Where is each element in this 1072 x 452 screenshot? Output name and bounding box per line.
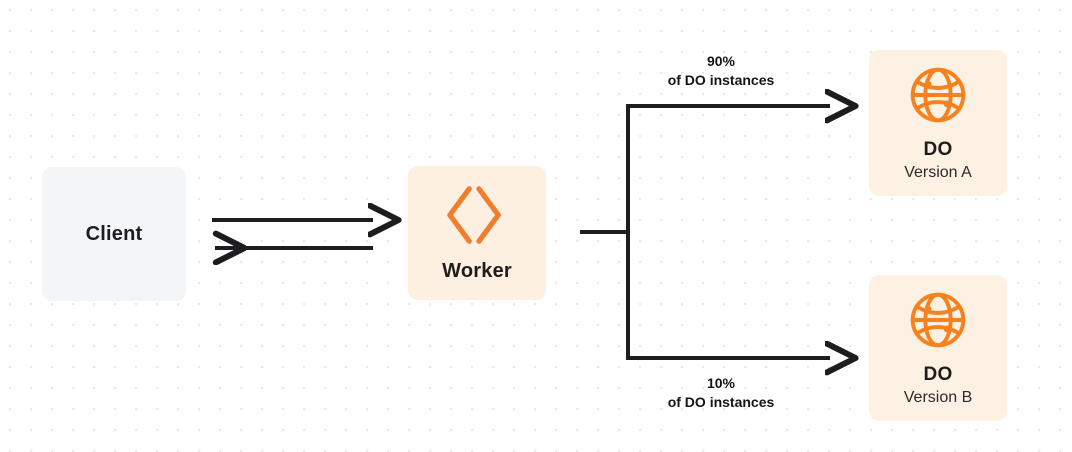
node-do-b-version: Version B	[903, 388, 973, 406]
edge-branch-to-do-a	[626, 106, 830, 232]
edge-label-bottom-percent: 10%	[706, 375, 736, 391]
globe-icon	[908, 65, 968, 125]
node-worker[interactable]: Worker	[408, 166, 546, 300]
node-client-label: Client	[85, 222, 143, 245]
node-do-version-a[interactable]: DO Version A	[869, 50, 1007, 196]
edge-label-top-description: of DO instances	[667, 72, 775, 88]
node-do-a-label: DO	[923, 138, 953, 160]
node-do-a-version: Version A	[904, 163, 972, 181]
node-client[interactable]: Client	[42, 167, 186, 301]
node-do-version-b[interactable]: DO Version B	[869, 275, 1007, 421]
node-worker-label: Worker	[442, 259, 512, 282]
edge-branch-to-do-b	[626, 232, 830, 358]
globe-icon	[908, 290, 968, 350]
node-do-b-label: DO	[923, 363, 953, 385]
edge-label-bottom-description: of DO instances	[667, 394, 775, 410]
edge-label-top: 90% of DO instances	[628, 52, 814, 90]
cloudflare-workers-icon	[446, 184, 508, 246]
edge-label-bottom: 10% of DO instances	[628, 374, 814, 412]
edge-label-top-percent: 90%	[706, 53, 736, 69]
